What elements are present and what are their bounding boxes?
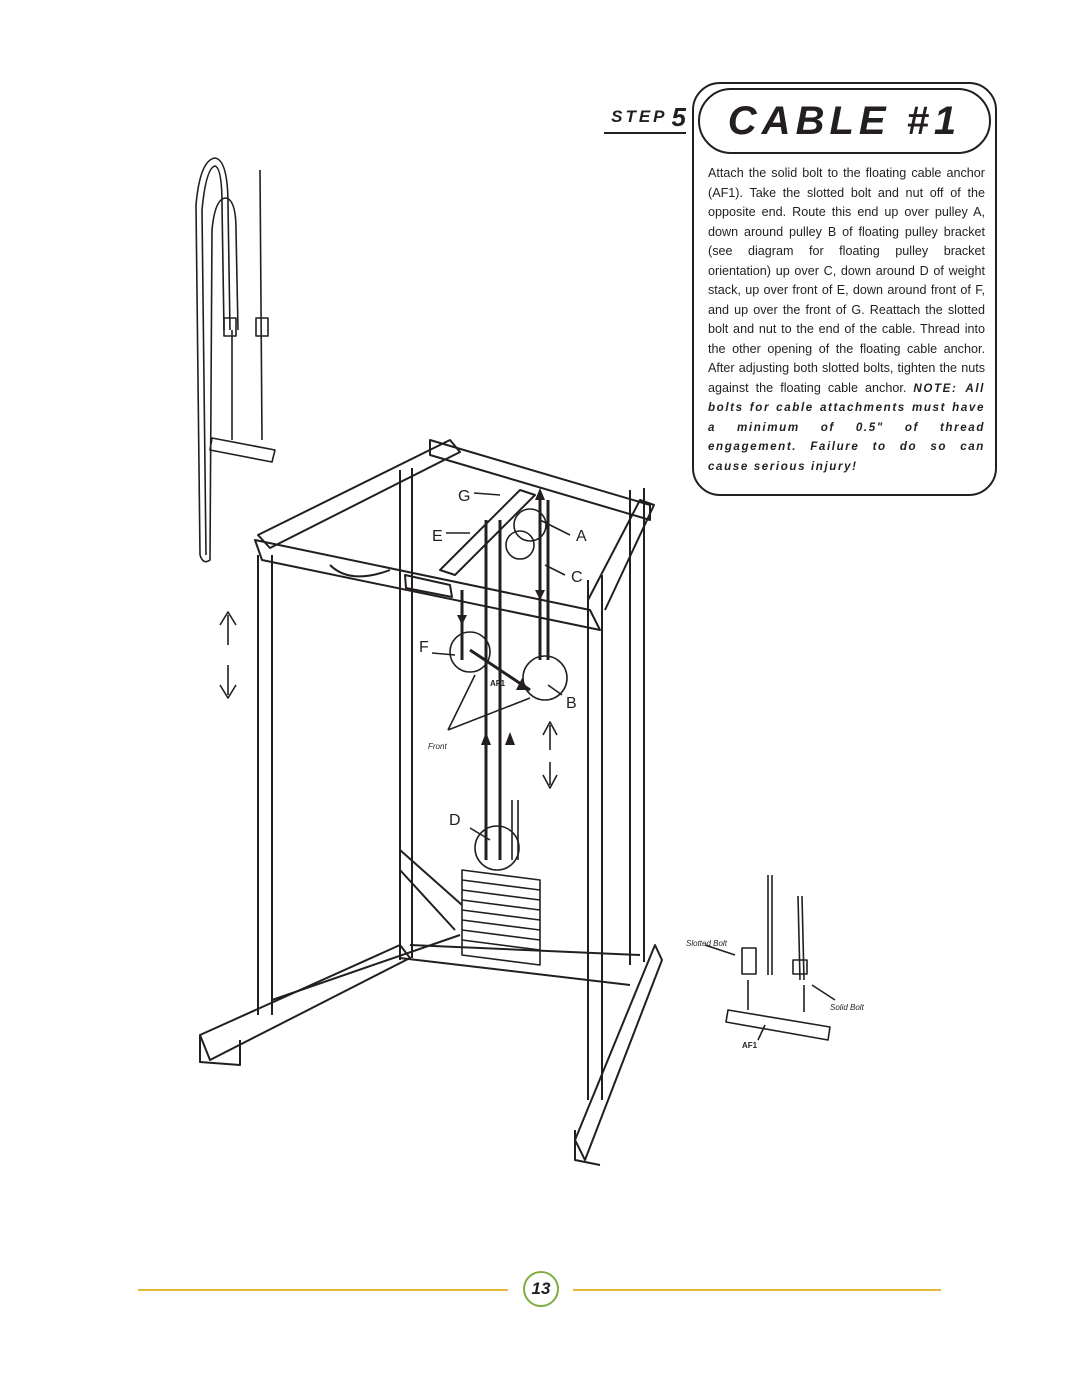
safety-note: NOTE: All bolts for cable attachments mu… [708, 381, 985, 473]
pulley-label-a: A [576, 528, 587, 545]
pulley-label-g: G [458, 488, 470, 505]
pulley-label-f: F [419, 639, 429, 656]
instruction-body: Attach the solid bolt to the floating ca… [708, 166, 985, 395]
footer-rule-right [573, 1289, 941, 1291]
slotted-bolt-label: Slotted Bolt [686, 939, 728, 948]
instruction-text: Attach the solid bolt to the floating ca… [708, 164, 985, 476]
assembly-diagram: G E A C F B D AF1 Front Slotted Bolt Sol… [195, 157, 865, 1166]
pulley-label-c: C [571, 569, 583, 586]
footer-rule-left [138, 1289, 508, 1291]
pulley-c [505, 530, 535, 560]
pulley-a [513, 508, 547, 542]
pulley-b [522, 655, 568, 701]
solid-bolt-label: Solid Bolt [830, 1003, 865, 1012]
step-underline [604, 132, 686, 134]
pulley-d [474, 825, 520, 871]
cable-path [460, 500, 550, 860]
page-number: 13 [523, 1271, 559, 1307]
anchor-detail [704, 875, 836, 1041]
step-word: STEP [611, 107, 668, 126]
section-title: CABLE #1 [698, 88, 991, 154]
pulley-label-e: E [432, 528, 443, 545]
weight-stack [461, 800, 541, 966]
cable-routing-inset [195, 157, 276, 563]
front-label: Front [428, 742, 447, 751]
detail-anchor-label: AF1 [742, 1041, 758, 1050]
anchor-label: AF1 [490, 679, 506, 688]
pulley-f [449, 631, 491, 673]
rack-frame [199, 439, 663, 1166]
instruction-box: CABLE #1 Attach the solid bolt to the fl… [692, 82, 997, 496]
pulley-label-b: B [566, 695, 577, 712]
step-label: STEP 5 [604, 100, 686, 134]
step-number: 5 [671, 101, 686, 132]
pulley-label-d: D [449, 812, 461, 829]
